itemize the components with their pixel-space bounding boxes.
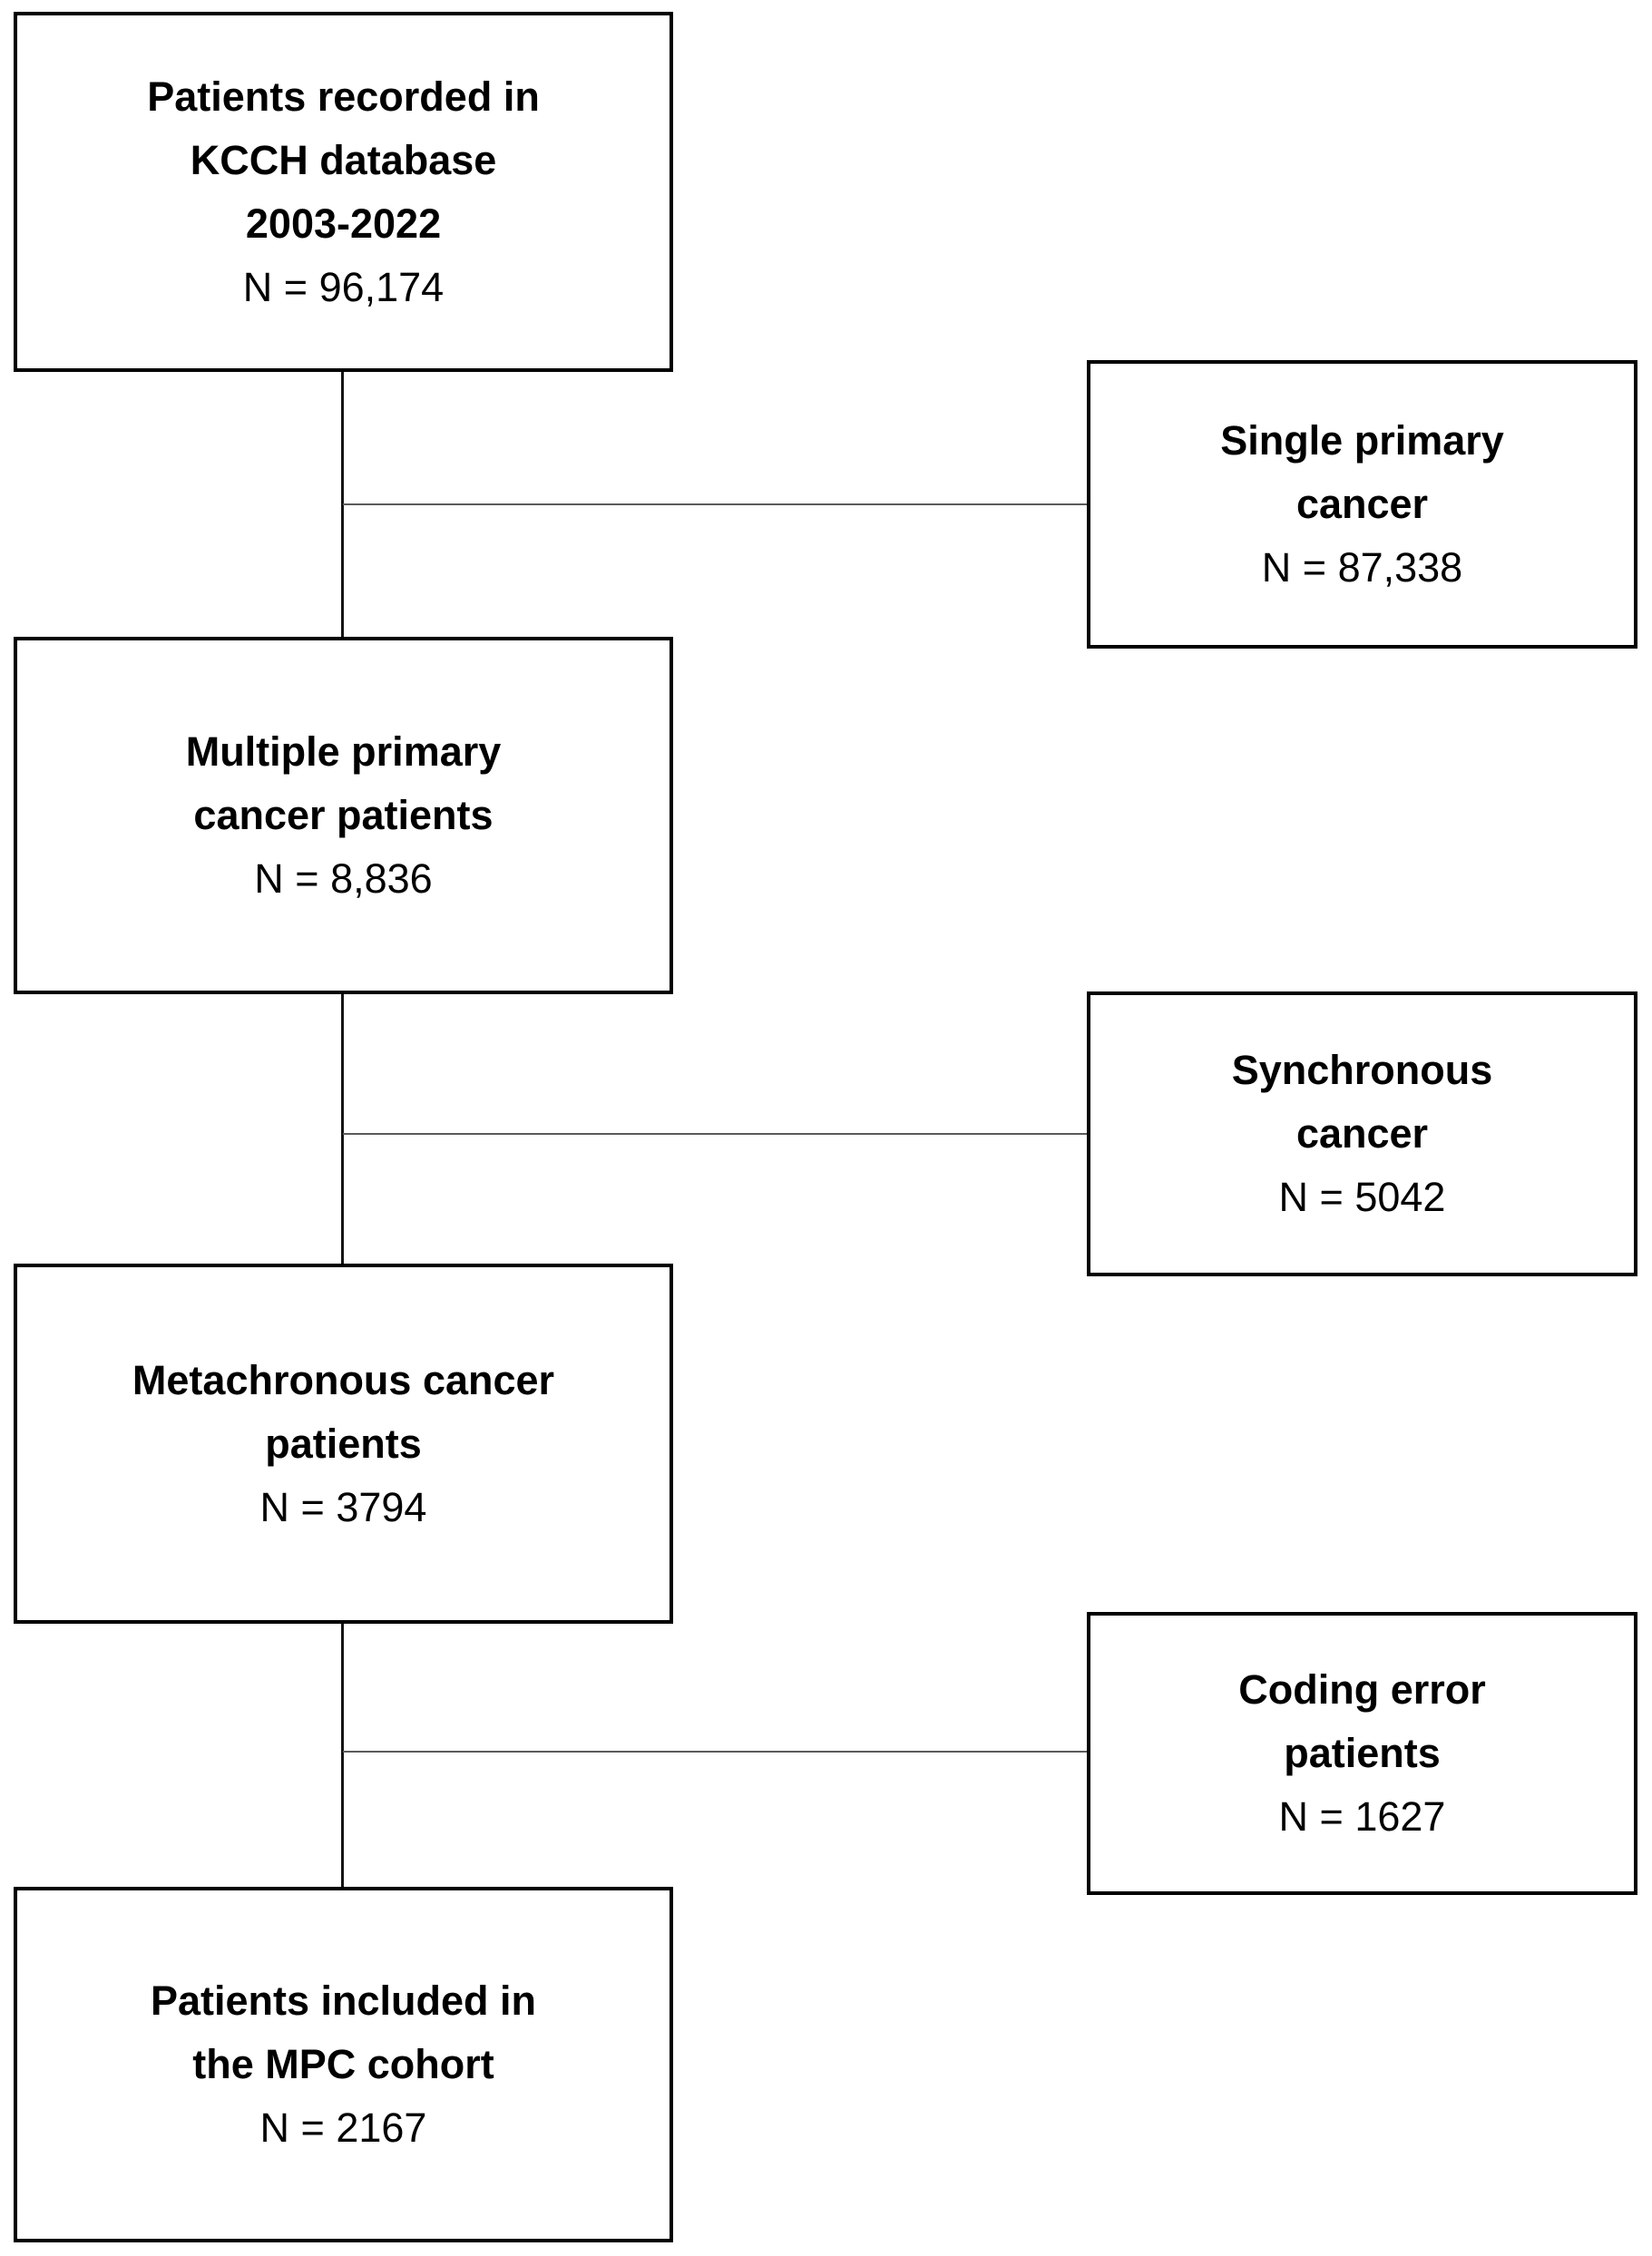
node-count: N = 1627 bbox=[1278, 1793, 1446, 1840]
node-title: Metachronous cancer patients bbox=[132, 1356, 555, 1467]
connector-multiple-to-metachronous bbox=[341, 992, 344, 1265]
node-count: N = 3794 bbox=[259, 1483, 427, 1530]
node-count: N = 8,836 bbox=[254, 855, 433, 902]
connector-branch-synchronous bbox=[343, 1133, 1089, 1135]
node-title: Multiple primary cancer patients bbox=[185, 728, 502, 838]
node-metachronous-cancer: Metachronous cancer patients N = 3794 bbox=[14, 1264, 673, 1624]
node-count: N = 96,174 bbox=[242, 263, 445, 310]
connector-metachronous-to-mpc bbox=[341, 1622, 344, 1889]
node-title: Synchronous cancer bbox=[1231, 1047, 1493, 1157]
node-count: N = 5042 bbox=[1278, 1174, 1446, 1220]
node-mpc-cohort: Patients included in the MPC cohort N = … bbox=[14, 1887, 673, 2242]
node-title: Coding error patients bbox=[1238, 1666, 1486, 1776]
node-title: Patients included in the MPC cohort bbox=[150, 1978, 537, 2087]
connector-recorded-to-multiple bbox=[341, 372, 344, 639]
node-patients-recorded: Patients recorded in KCCH database 2003-… bbox=[14, 12, 673, 372]
node-title: Patients recorded in KCCH database 2003-… bbox=[147, 73, 540, 247]
node-multiple-primary-cancer: Multiple primary cancer patients N = 8,8… bbox=[14, 637, 673, 994]
node-single-primary-cancer: Single primary cancer N = 87,338 bbox=[1087, 360, 1637, 649]
node-count: N = 2167 bbox=[259, 2105, 427, 2151]
node-count: N = 87,338 bbox=[1261, 544, 1463, 591]
node-synchronous-cancer: Synchronous cancer N = 5042 bbox=[1087, 991, 1637, 1276]
connector-branch-coding-error bbox=[343, 1751, 1089, 1753]
node-coding-error-patients: Coding error patients N = 1627 bbox=[1087, 1612, 1637, 1895]
connector-branch-single-primary bbox=[343, 503, 1089, 505]
node-title: Single primary cancer bbox=[1220, 417, 1504, 527]
